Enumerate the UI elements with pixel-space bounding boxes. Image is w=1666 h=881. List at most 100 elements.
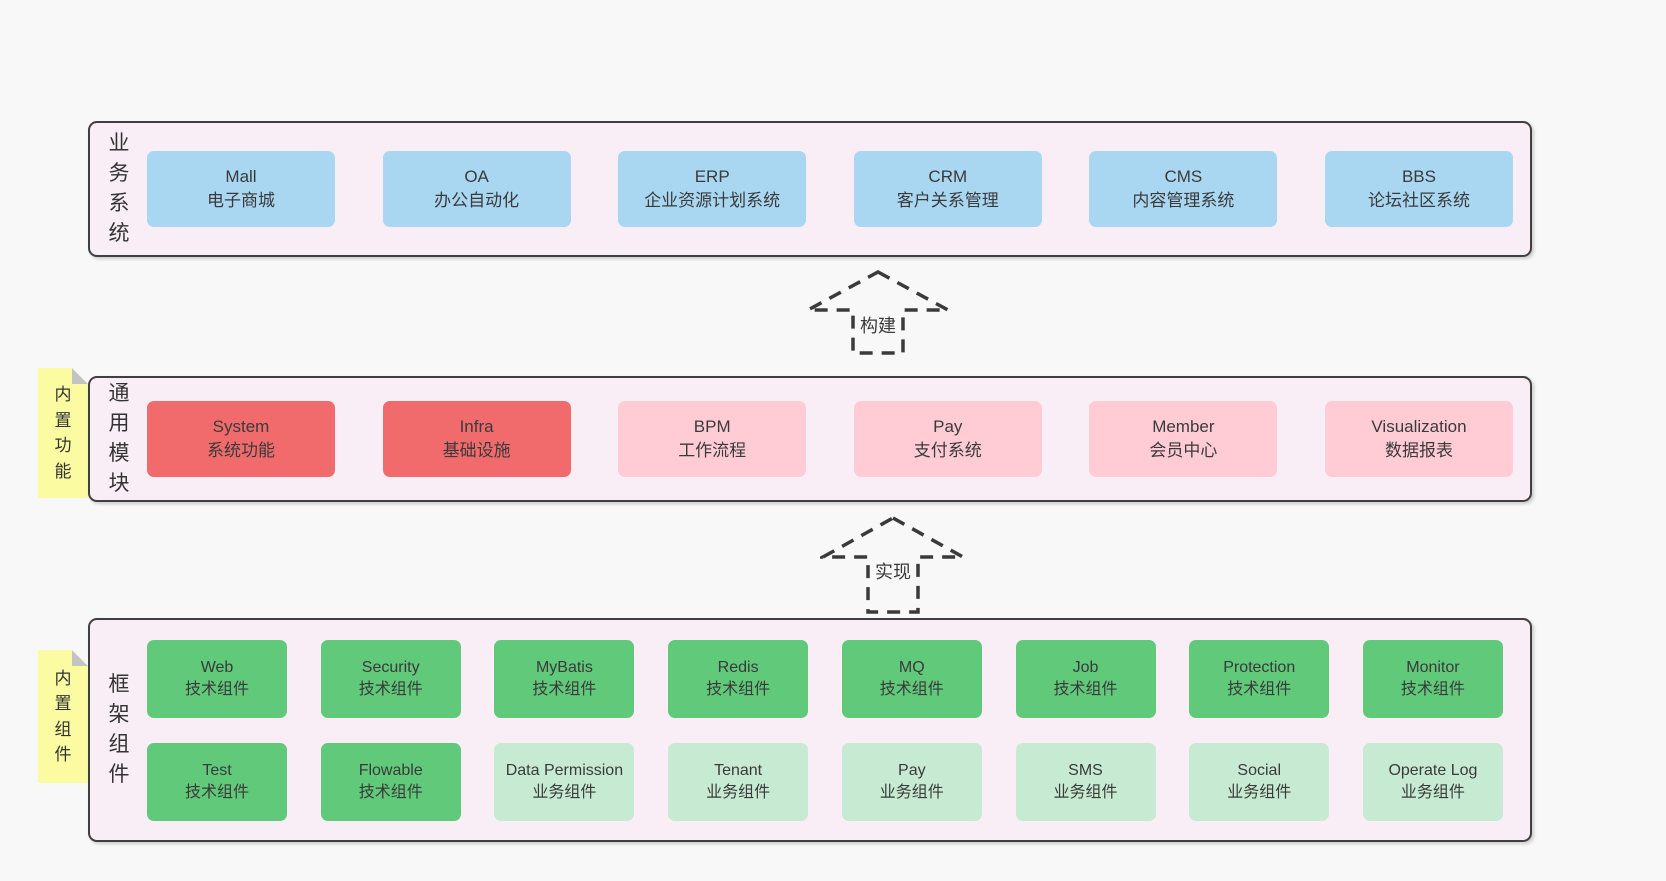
module-name: Pay <box>933 416 963 436</box>
module-name: CMS <box>1164 166 1203 186</box>
module-description: 业务组件 <box>1227 783 1292 801</box>
module-description: 技术组件 <box>358 783 423 801</box>
band-business-systems: 业务系统 Mall 电子商城 OA 办公自动化 ERP 企业资源计划系统 CRM 客户关系管理… <box>88 121 1532 257</box>
implement-arrow-label: 实现 <box>872 558 914 584</box>
sticky-note-label: 内置功能 <box>54 385 72 481</box>
band-label-common-modules: 通用模块 <box>108 382 130 495</box>
sticky-note-built-in-components: 内置组件 <box>38 650 88 783</box>
module-box-erp: ERP 企业资源计划系统 <box>618 151 807 227</box>
module-name: Operate Log <box>1388 761 1478 779</box>
module-box-web: Web 技术组件 <box>147 639 287 718</box>
module-description: 客户关系管理 <box>896 191 999 210</box>
module-name: Tenant <box>714 761 763 779</box>
module-description: 系统功能 <box>207 441 275 460</box>
module-name: MyBatis <box>535 658 593 676</box>
module-name: Pay <box>898 761 926 779</box>
module-name: Test <box>202 761 232 779</box>
implement-arrow: 实现 <box>820 514 966 615</box>
module-description: 业务组件 <box>706 783 771 801</box>
module-name: Visualization <box>1371 416 1467 436</box>
module-name: Mall <box>225 166 257 186</box>
build-arrow-label: 构建 <box>857 312 899 338</box>
dashed-up-arrow-icon <box>820 515 966 614</box>
module-description: 技术组件 <box>184 783 249 801</box>
module-box-oa: OA 办公自动化 <box>382 151 571 227</box>
module-box-test: Test 技术组件 <box>147 742 287 821</box>
module-box-pay: Pay 业务组件 <box>841 742 982 821</box>
module-box-operate-log: Operate Log 业务组件 <box>1362 742 1503 821</box>
module-box-sms: SMS 业务组件 <box>1015 742 1156 821</box>
module-box-mq: MQ 技术组件 <box>841 639 982 718</box>
module-box-infra: Infra 基础设施 <box>382 401 571 477</box>
module-description: 技术组件 <box>184 680 249 698</box>
module-box-security: Security 技术组件 <box>320 639 461 718</box>
build-arrow: 构建 <box>805 268 951 356</box>
module-description: 业务组件 <box>879 783 944 801</box>
module-box-pay: Pay 支付系统 <box>853 401 1042 477</box>
module-name: System <box>212 416 270 436</box>
module-description: 技术组件 <box>1400 680 1465 698</box>
module-name: OA <box>464 166 489 186</box>
module-name: Job <box>1072 658 1099 676</box>
module-description: 支付系统 <box>913 441 982 460</box>
module-box-monitor: Monitor 技术组件 <box>1362 639 1503 718</box>
module-name: Protection <box>1223 658 1296 676</box>
module-box-job: Job 技术组件 <box>1015 639 1156 718</box>
module-description: 内容管理系统 <box>1132 191 1235 210</box>
module-description: 企业资源计划系统 <box>644 191 781 210</box>
module-description: 技术组件 <box>1053 680 1118 698</box>
module-box-crm: CRM 客户关系管理 <box>853 151 1042 227</box>
module-description: 数据报表 <box>1384 441 1453 460</box>
module-box-mall: Mall 电子商城 <box>147 151 335 227</box>
module-description: 电子商城 <box>207 191 275 210</box>
module-description: 技术组件 <box>358 680 423 698</box>
module-name: Security <box>361 658 420 676</box>
band-common-modules: 通用模块 System 系统功能 Infra 基础设施 BPM 工作流程 Pay 支付系统 Me… <box>88 376 1532 502</box>
module-description: 工作流程 <box>678 441 747 460</box>
module-name: Data Permission <box>505 761 624 779</box>
module-box-tenant: Tenant 业务组件 <box>668 742 809 821</box>
module-name: MQ <box>898 658 925 676</box>
dashed-up-arrow-icon <box>807 270 949 355</box>
module-name: SMS <box>1068 761 1103 779</box>
module-name: Member <box>1152 416 1215 436</box>
sticky-note-built-in-features: 内置功能 <box>38 368 88 498</box>
module-description: 技术组件 <box>1227 680 1292 698</box>
module-box-mybatis: MyBatis 技术组件 <box>494 639 635 718</box>
module-description: 办公自动化 <box>434 191 520 210</box>
module-name: Monitor <box>1406 658 1460 676</box>
module-box-social: Social 业务组件 <box>1189 742 1330 821</box>
module-description: 业务组件 <box>1400 783 1465 801</box>
sticky-note-label: 内置组件 <box>54 668 72 764</box>
module-box-system: System 系统功能 <box>147 401 335 477</box>
module-box-protection: Protection 技术组件 <box>1189 639 1330 718</box>
module-box-visualization: Visualization 数据报表 <box>1324 401 1513 477</box>
module-name: Infra <box>459 416 494 436</box>
module-name: Web <box>200 658 234 676</box>
module-name: Redis <box>717 658 759 676</box>
module-name: BBS <box>1401 166 1436 186</box>
module-description: 基础设施 <box>442 441 511 460</box>
module-name: Flowable <box>358 761 423 779</box>
module-name: Social <box>1237 761 1281 779</box>
module-description: 业务组件 <box>1053 783 1118 801</box>
module-description: 技术组件 <box>879 680 944 698</box>
band-label-business-systems: 业务系统 <box>108 132 130 245</box>
module-name: ERP <box>694 166 730 186</box>
module-box-redis: Redis 技术组件 <box>668 639 809 718</box>
module-box-cms: CMS 内容管理系统 <box>1089 151 1278 227</box>
module-description: 技术组件 <box>706 680 771 698</box>
band-label-framework-components: 框架组件 <box>108 673 130 786</box>
module-name: CRM <box>928 166 968 186</box>
module-box-bpm: BPM 工作流程 <box>618 401 807 477</box>
module-box-flowable: Flowable 技术组件 <box>320 742 461 821</box>
module-name: BPM <box>693 416 731 436</box>
module-description: 技术组件 <box>532 680 597 698</box>
